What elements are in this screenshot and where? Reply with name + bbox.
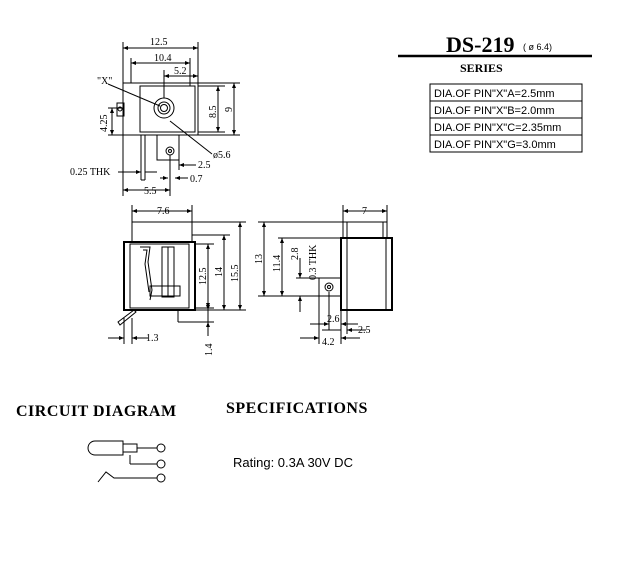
dim-2-8: 2.8 (290, 248, 301, 261)
dim-14: 14 (214, 267, 225, 277)
title-block: DS-219 ( ø 6.4) SERIES (398, 32, 592, 75)
dim-13: 13 (254, 254, 265, 264)
pin-row-g: DIA.OF PIN"X"G=3.0mm (434, 139, 556, 151)
pin-x-label: "X" (97, 76, 112, 87)
top-view: 12.5 10.4 5.2 "X" 4.25 8.5 9 ø5.6 (70, 37, 240, 197)
dim-4-25: 4.25 (99, 115, 110, 133)
pin-table: DIA.OF PIN"X"A=2.5mm DIA.OF PIN"X"B=2.0m… (429, 83, 583, 153)
series-label: SERIES (460, 61, 503, 75)
circuit-diagram-heading: CIRCUIT DIAGRAM (16, 403, 177, 420)
dim-8-5: 8.5 (208, 106, 219, 119)
dim-dia-5-6: ø5.6 (213, 150, 231, 161)
side-view-body (340, 237, 393, 311)
specifications-heading: SPECIFICATIONS (226, 400, 368, 417)
plug-symbol (87, 440, 124, 456)
pin-row-b: DIA.OF PIN"X"B=2.0mm (434, 105, 555, 117)
pin-row-c: DIA.OF PIN"X"C=2.35mm (434, 122, 561, 134)
dim-2-5-top: 2.5 (198, 160, 211, 171)
dim-12-5-front: 12.5 (198, 268, 209, 286)
dim-10-4: 10.4 (154, 53, 172, 64)
pin-x-hole (160, 104, 168, 112)
jack-outer-ring (153, 97, 175, 119)
terminal-2 (156, 459, 166, 469)
model-diameter: ( ø 6.4) (523, 42, 552, 52)
pin-row-a: DIA.OF PIN"X"A=2.5mm (434, 88, 555, 100)
dim-5-5: 5.5 (144, 186, 157, 197)
dim-2-5-side: 2.5 (358, 325, 371, 336)
side-view: 7 13 11.4 2.8 0.3 THK 2.6 2.5 4.2 (254, 205, 393, 348)
switch-contact (97, 471, 157, 483)
dim-12-5: 12.5 (150, 37, 168, 48)
terminal-3 (156, 473, 166, 483)
dim-9: 9 (224, 107, 235, 112)
thk-0-3: 0.3 THK (308, 244, 319, 280)
side-tab-hole (324, 282, 334, 292)
circuit-diagram (87, 440, 166, 483)
dim-7-6: 7.6 (157, 206, 170, 217)
rating-text: Rating: 0.3A 30V DC (233, 455, 353, 470)
dim-7: 7 (362, 206, 367, 217)
dim-1-4: 1.4 (204, 344, 215, 357)
front-view-body (123, 241, 196, 311)
contact-spring (140, 246, 153, 301)
dim-11-4: 11.4 (272, 255, 283, 272)
side-view-cap (342, 221, 388, 239)
terminal-1 (156, 443, 166, 453)
thk-0-25: 0.25 THK (70, 167, 111, 178)
dim-0-7: 0.7 (190, 174, 203, 185)
dim-5-2: 5.2 (174, 66, 187, 77)
dim-15-5: 15.5 (230, 265, 241, 283)
dim-2-6: 2.6 (327, 314, 340, 325)
front-view: 7.6 12.5 14 15.5 1.3 1.4 (108, 205, 246, 356)
model-title: DS-219 (446, 32, 514, 57)
dim-4-2: 4.2 (322, 337, 335, 348)
dim-1-3: 1.3 (146, 333, 159, 344)
front-view-cap (131, 221, 193, 243)
